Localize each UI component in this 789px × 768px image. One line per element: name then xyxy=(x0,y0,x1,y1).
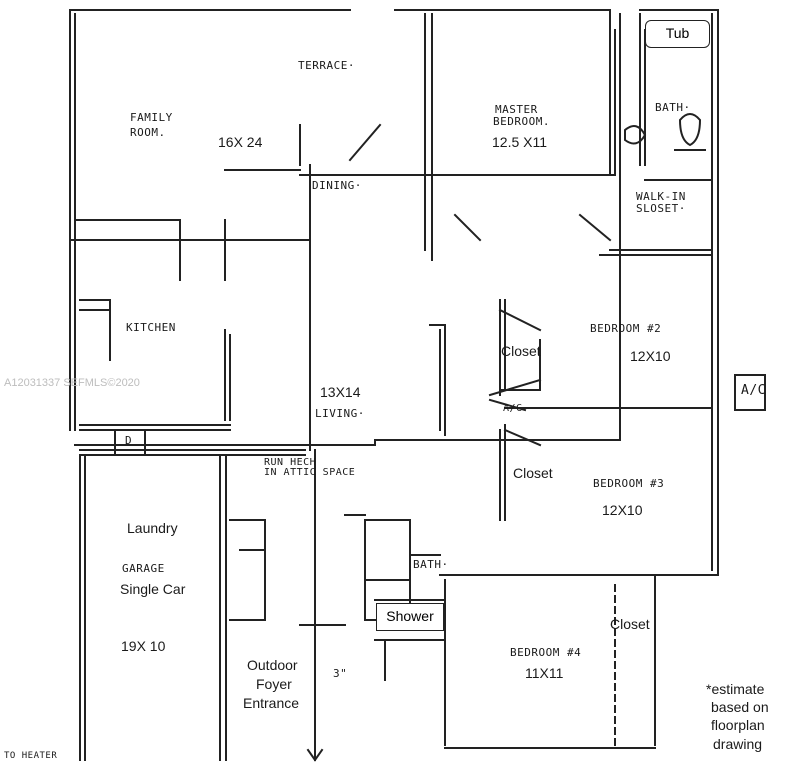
duct-label-1: RUN HECH xyxy=(264,457,317,468)
garage-left-wall xyxy=(79,454,86,761)
outdoor-label-2: Foyer xyxy=(256,676,292,692)
bedroom4-size: 11X11 xyxy=(525,665,564,681)
bedroom2-label: BEDROOM #2 xyxy=(590,322,662,335)
entrance-arrow xyxy=(306,729,324,762)
terrace-wall xyxy=(299,123,382,166)
dining-wall xyxy=(224,164,311,451)
dryer-box xyxy=(114,429,146,456)
foyer-bottom xyxy=(299,624,386,681)
master-bedroom-label-1: MASTER xyxy=(495,103,538,116)
closet2-walls xyxy=(499,424,542,521)
duct-label-2: IN ATTIC SPACE xyxy=(264,467,356,478)
duct-line-middle xyxy=(74,13,621,446)
ac-outside-box xyxy=(734,374,766,411)
living-right-wall xyxy=(429,324,446,436)
outdoor-label-3: Entrance xyxy=(243,695,300,711)
bedroom2-bottom xyxy=(488,378,713,409)
bath-top-walls xyxy=(609,9,646,176)
dining-label: DINING· xyxy=(312,179,362,192)
water-heater-label: TO HEATER xyxy=(4,751,58,761)
shower-box: Shower xyxy=(376,603,444,631)
garage-label: GARAGE xyxy=(122,562,165,575)
sink-shape xyxy=(624,125,647,145)
garage-size: 19X 10 xyxy=(121,638,166,654)
estimate-line-3: floorplan xyxy=(711,717,765,733)
bedroom3-size: 12X10 xyxy=(602,502,643,518)
master-bedroom-size: 12.5 X11 xyxy=(492,134,548,150)
terrace-label: TERRACE· xyxy=(298,59,355,72)
estimate-line-4: drawing xyxy=(713,736,763,752)
outer-wall-right xyxy=(711,9,719,576)
estimate-line-2: based on xyxy=(711,699,769,715)
closet-1-label: Closet xyxy=(501,343,541,359)
laundry-label: Laundry xyxy=(127,520,178,536)
three-inch-label: 3" xyxy=(333,667,348,680)
closet-3-label: Closet xyxy=(610,616,650,632)
laundry-closet xyxy=(229,519,266,621)
single-car-label: Single Car xyxy=(120,581,186,597)
tub-label: Tub xyxy=(665,25,690,41)
kitchen-walls xyxy=(79,424,231,431)
walk-in-walls xyxy=(578,179,713,256)
watermark: A12031337 SEFMLS©2020 xyxy=(4,377,140,389)
estimate-line-1: *estimate xyxy=(706,681,765,697)
family-room-label-2: ROOM. xyxy=(130,126,166,139)
bath-mid-label: BATH· xyxy=(413,558,449,571)
master-left-wall xyxy=(424,13,433,261)
garage-right-wall xyxy=(219,454,227,761)
ac-box-label: A/C xyxy=(741,383,766,398)
bedroom4-label: BEDROOM #4 xyxy=(510,646,582,659)
walk-in-label-2: SLOSET· xyxy=(636,202,686,215)
shower-label: Shower xyxy=(386,608,434,624)
living-size: 13X14 xyxy=(320,384,361,400)
bedroom3-label: BEDROOM #3 xyxy=(593,477,665,490)
kitchen-label: KITCHEN xyxy=(126,321,176,334)
walk-in-label-1: WALK-IN xyxy=(636,190,686,203)
ac-small-label: A/C xyxy=(503,403,523,414)
family-room-label-1: FAMILY xyxy=(130,111,173,124)
hall-diagonal xyxy=(453,213,482,242)
garage-top-wall xyxy=(79,449,306,456)
closet-2-label: Closet xyxy=(513,465,553,481)
bedroom2-size: 12X10 xyxy=(630,348,671,364)
outer-wall-left xyxy=(69,9,76,431)
outdoor-label-1: Outdoor xyxy=(247,657,298,673)
bedroom2-wall xyxy=(499,299,506,396)
living-label: LIVING· xyxy=(315,407,365,420)
dryer-label: D xyxy=(125,434,133,447)
family-room-size: 16X 24 xyxy=(218,134,263,150)
master-bedroom-label-2: BEDROOM. xyxy=(493,115,550,128)
hallway-wall-left xyxy=(224,329,231,421)
ac-closet xyxy=(488,398,527,412)
tub-box: Tub xyxy=(645,20,710,48)
toilet-shape xyxy=(674,113,706,151)
family-room-bottom-wall xyxy=(74,219,181,281)
bedroom4-walls xyxy=(439,574,656,746)
kitchen-counter xyxy=(79,299,111,361)
bath-top-label: BATH· xyxy=(655,101,691,114)
